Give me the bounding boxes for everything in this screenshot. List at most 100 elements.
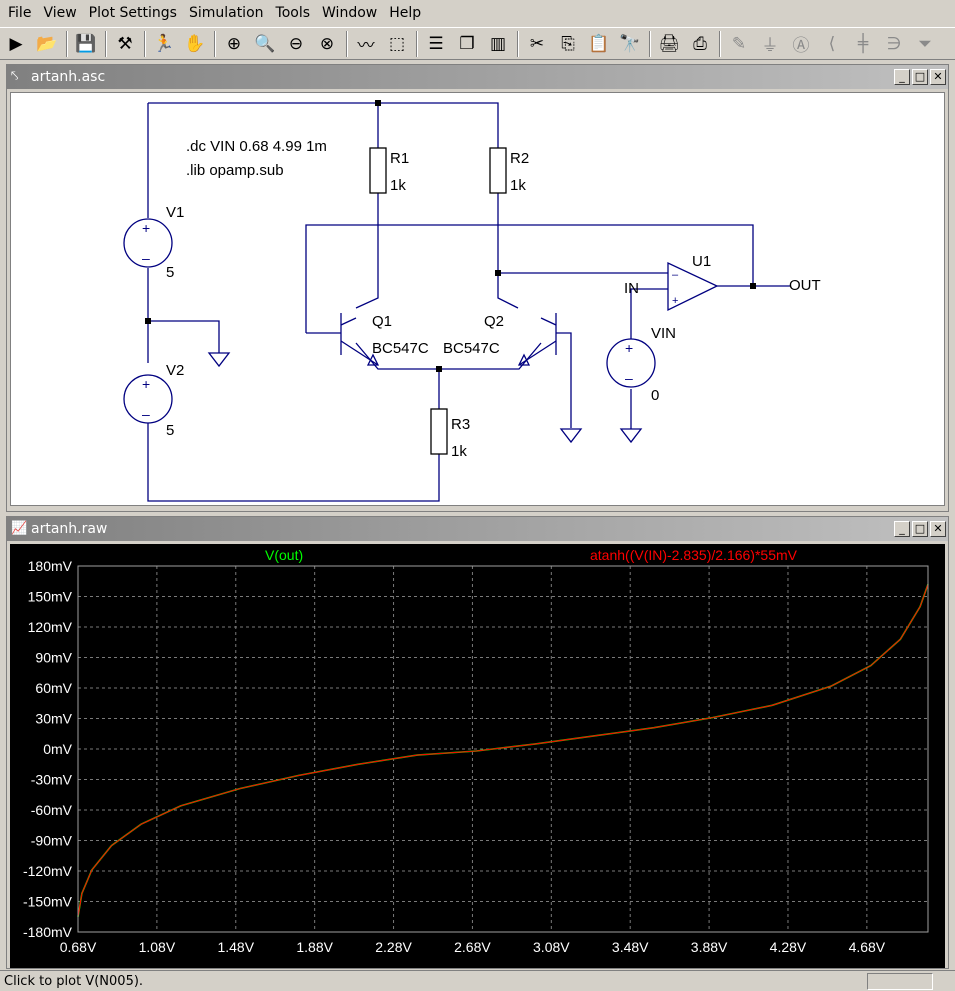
paste-icon[interactable]: 📋: [588, 33, 610, 54]
u1-name[interactable]: U1: [692, 253, 711, 270]
pan-hand-icon[interactable]: ✋: [184, 33, 206, 54]
zoom-in-icon[interactable]: ⊕: [226, 33, 242, 54]
v2-name[interactable]: V2: [166, 362, 184, 379]
y-tick-label: -180mV: [23, 924, 73, 940]
net-label-out[interactable]: OUT: [789, 277, 821, 294]
autorange-icon[interactable]: 〰: [357, 36, 375, 56]
zoom-area-icon[interactable]: 🔍: [254, 33, 276, 54]
status-panel: [867, 973, 933, 990]
x-tick-label: 3.48V: [612, 939, 649, 955]
r2-value[interactable]: 1k: [510, 177, 526, 194]
r1-name[interactable]: R1: [390, 150, 409, 167]
directive-dc[interactable]: .dc VIN 0.68 4.99 1m: [186, 138, 327, 155]
trace-label-vout[interactable]: V(out): [265, 547, 303, 563]
svg-text:+: +: [142, 376, 150, 392]
r2-name[interactable]: R2: [510, 150, 529, 167]
schematic-titlebar[interactable]: ⤣ artanh.asc _ □ ✕: [7, 65, 948, 89]
minimize-button[interactable]: _: [894, 521, 910, 537]
q1-value[interactable]: BC547C: [372, 340, 429, 357]
v1-name[interactable]: V1: [166, 204, 184, 221]
inductor-icon[interactable]: ∋: [886, 33, 902, 54]
r3-value[interactable]: 1k: [451, 443, 467, 460]
svg-text:+: +: [142, 220, 150, 236]
minimize-button[interactable]: _: [894, 69, 910, 85]
menu-plot-settings[interactable]: Plot Settings: [88, 5, 177, 21]
toolbar-separator: [66, 30, 68, 57]
ground-icon[interactable]: ⏚: [761, 36, 779, 56]
x-tick-label: 4.28V: [770, 939, 807, 955]
label-icon[interactable]: Ⓐ: [792, 36, 810, 56]
schematic-doc-icon: ⤣: [11, 69, 19, 84]
copy-icon[interactable]: ⎘: [561, 33, 575, 54]
menu-file[interactable]: File: [8, 5, 32, 21]
cut-icon[interactable]: ✂: [529, 33, 545, 54]
schematic-title: artanh.asc: [31, 69, 106, 85]
x-tick-label: 0.68V: [60, 939, 97, 955]
y-tick-label: -30mV: [31, 772, 73, 788]
schematic-canvas[interactable]: +– +– +– – +: [10, 92, 945, 506]
save-icon[interactable]: 💾: [75, 33, 97, 54]
y-tick-label: -150mV: [23, 894, 73, 910]
net-label-in[interactable]: IN: [624, 280, 639, 297]
y-tick-label: 120mV: [28, 619, 73, 635]
find-icon[interactable]: 🔭: [619, 33, 641, 54]
status-text: Click to plot V(N005).: [4, 973, 144, 989]
trace-label-expr[interactable]: atanh((V(IN)-2.835)/2.166)*55mV: [590, 547, 798, 563]
control-panel-icon[interactable]: ⚒: [117, 33, 133, 54]
y-tick-label: -60mV: [31, 802, 73, 818]
status-bar: Click to plot V(N005).: [0, 970, 955, 991]
x-tick-label: 3.08V: [533, 939, 570, 955]
maximize-button[interactable]: □: [912, 69, 928, 85]
open-folder-icon[interactable]: 📂: [36, 33, 58, 54]
print-setup-icon[interactable]: 🖨: [658, 33, 680, 54]
run-simulation-icon[interactable]: 🏃: [153, 33, 175, 54]
capacitor-icon[interactable]: ╪: [857, 33, 869, 54]
plot-doc-icon: 📈: [11, 521, 28, 536]
q2-name[interactable]: Q2: [484, 313, 504, 330]
schematic-window: ⤣ artanh.asc _ □ ✕: [6, 64, 949, 512]
v1-value[interactable]: 5: [166, 264, 174, 281]
plot-titlebar[interactable]: 📈 artanh.raw _ □ ✕: [7, 517, 948, 541]
print-icon[interactable]: ⎙: [693, 33, 707, 54]
x-tick-label: 1.88V: [296, 939, 333, 955]
toolbar-separator: [214, 30, 216, 57]
menu-window[interactable]: Window: [322, 5, 378, 21]
x-tick-label: 1.08V: [139, 939, 176, 955]
menu-tools[interactable]: Tools: [275, 5, 311, 21]
q1-name[interactable]: Q1: [372, 313, 392, 330]
draw-wire-icon[interactable]: ✎: [731, 33, 747, 54]
y-tick-label: 0mV: [43, 741, 72, 757]
tile-horizontal-icon[interactable]: ☰: [428, 33, 444, 54]
toolbar-separator: [416, 30, 418, 57]
directive-lib[interactable]: .lib opamp.sub: [186, 162, 284, 179]
plot-window: 📈 artanh.raw _ □ ✕ V(out) atanh((V(IN)-2…: [6, 516, 949, 969]
run-icon[interactable]: ▶: [9, 33, 23, 54]
y-tick-label: 30mV: [35, 711, 72, 727]
vin-value[interactable]: 0: [651, 387, 659, 404]
x-tick-label: 3.88V: [691, 939, 728, 955]
v2-value[interactable]: 5: [166, 422, 174, 439]
diode-icon[interactable]: ⏷: [918, 33, 932, 54]
svg-text:–: –: [625, 370, 633, 386]
cascade-icon[interactable]: ❐: [459, 33, 475, 54]
toolbar-separator: [517, 30, 519, 57]
q2-value[interactable]: BC547C: [443, 340, 500, 357]
close-button[interactable]: ✕: [930, 521, 946, 537]
zoom-cancel-icon[interactable]: ⊗: [319, 33, 335, 54]
r3-name[interactable]: R3: [451, 416, 470, 433]
plot-window-icon[interactable]: ⬚: [388, 33, 406, 54]
y-tick-label: 60mV: [35, 680, 72, 696]
vin-name[interactable]: VIN: [651, 325, 676, 342]
menu-simulation[interactable]: Simulation: [188, 5, 264, 21]
menu-view[interactable]: View: [43, 5, 77, 21]
resistor-icon[interactable]: ⟨: [828, 33, 836, 54]
zoom-out-icon[interactable]: ⊖: [288, 33, 304, 54]
close-button[interactable]: ✕: [930, 69, 946, 85]
plot-canvas[interactable]: V(out) atanh((V(IN)-2.835)/2.166)*55mV 0…: [10, 544, 945, 968]
maximize-button[interactable]: □: [912, 521, 928, 537]
x-tick-label: 4.68V: [849, 939, 886, 955]
tile-vertical-icon[interactable]: ▥: [489, 33, 507, 54]
menu-help[interactable]: Help: [389, 5, 422, 21]
svg-text:–: –: [672, 269, 679, 281]
r1-value[interactable]: 1k: [390, 177, 406, 194]
